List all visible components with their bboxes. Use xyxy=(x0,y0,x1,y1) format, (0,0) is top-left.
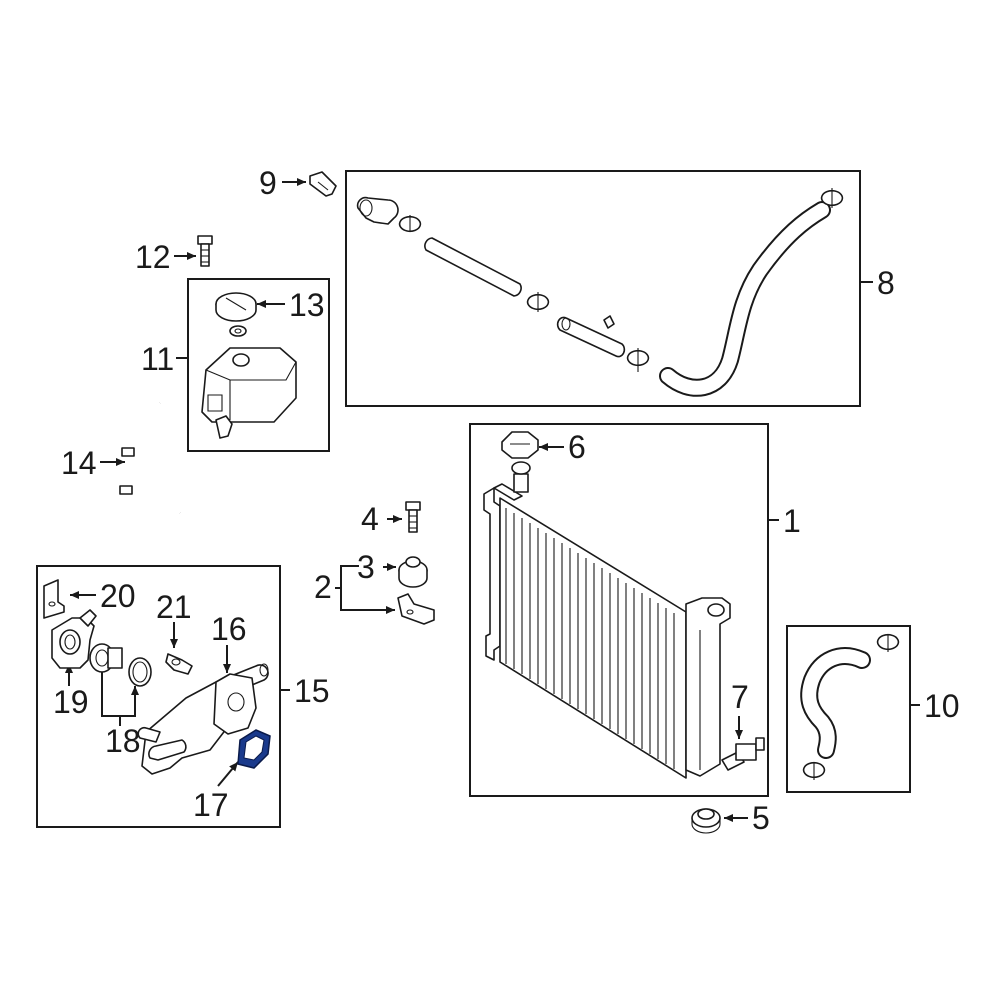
callout-20[interactable]: 20 xyxy=(100,578,136,614)
callout-3[interactable]: 3 xyxy=(357,549,375,585)
callout-5[interactable]: 5 xyxy=(752,800,770,836)
thermostat-cover-part-19[interactable] xyxy=(51,609,97,669)
water-outlet-part-16[interactable] xyxy=(137,663,269,775)
reservoir-cap-part-13[interactable] xyxy=(215,292,257,337)
callout-9[interactable]: 9 xyxy=(259,165,277,201)
lower-hose-group-box xyxy=(786,625,911,793)
callout-15[interactable]: 15 xyxy=(294,673,330,709)
callout-14[interactable]: 14 xyxy=(61,445,97,481)
callout-10[interactable]: 10 xyxy=(924,688,960,724)
radiator-cap-part-6[interactable] xyxy=(501,431,539,459)
bolt-part-4[interactable] xyxy=(405,501,421,533)
callout-1[interactable]: 1 xyxy=(783,503,801,539)
upper-insulator-part-3[interactable] xyxy=(398,556,428,588)
temp-sensor-part-21[interactable] xyxy=(165,653,193,675)
callout-13[interactable]: 13 xyxy=(289,287,325,323)
callout-11[interactable]: 11 xyxy=(141,341,174,377)
overflow-hose-part-14[interactable] xyxy=(119,401,184,526)
bleed-fitting-part-9[interactable] xyxy=(309,171,337,197)
callout-18[interactable]: 18 xyxy=(105,723,141,759)
lower-insulator-part-5[interactable] xyxy=(691,808,721,834)
callout-6[interactable]: 6 xyxy=(568,429,586,465)
hose-group-box xyxy=(345,170,861,407)
callout-12[interactable]: 12 xyxy=(135,239,171,275)
mount-bracket-part-2[interactable] xyxy=(397,593,435,625)
callout-21[interactable]: 21 xyxy=(156,589,192,625)
callout-8[interactable]: 8 xyxy=(877,265,895,301)
bracket-part-20[interactable] xyxy=(43,579,65,619)
gasket-part-17[interactable] xyxy=(237,729,271,769)
leader-lines xyxy=(65,178,920,822)
reservoir-part-11[interactable] xyxy=(201,347,297,439)
callout-4[interactable]: 4 xyxy=(361,501,379,537)
callout-17[interactable]: 17 xyxy=(193,787,229,823)
callout-7[interactable]: 7 xyxy=(731,679,749,715)
upper-hose-assembly-part-8[interactable] xyxy=(356,188,844,397)
radiator-part-1[interactable] xyxy=(483,461,731,779)
radiator-group-box xyxy=(469,423,769,797)
drain-plug-part-7[interactable] xyxy=(721,737,765,771)
callout-19[interactable]: 19 xyxy=(53,684,89,720)
lower-hose-assembly-part-10[interactable] xyxy=(800,633,900,780)
reservoir-group-box xyxy=(187,278,330,452)
callout-2[interactable]: 2 xyxy=(314,569,332,605)
thermostat-part-18[interactable] xyxy=(89,643,152,687)
callout-16[interactable]: 16 xyxy=(211,611,247,647)
thermostat-housing-group-box xyxy=(36,565,281,828)
bolt-part-12[interactable] xyxy=(197,235,213,267)
